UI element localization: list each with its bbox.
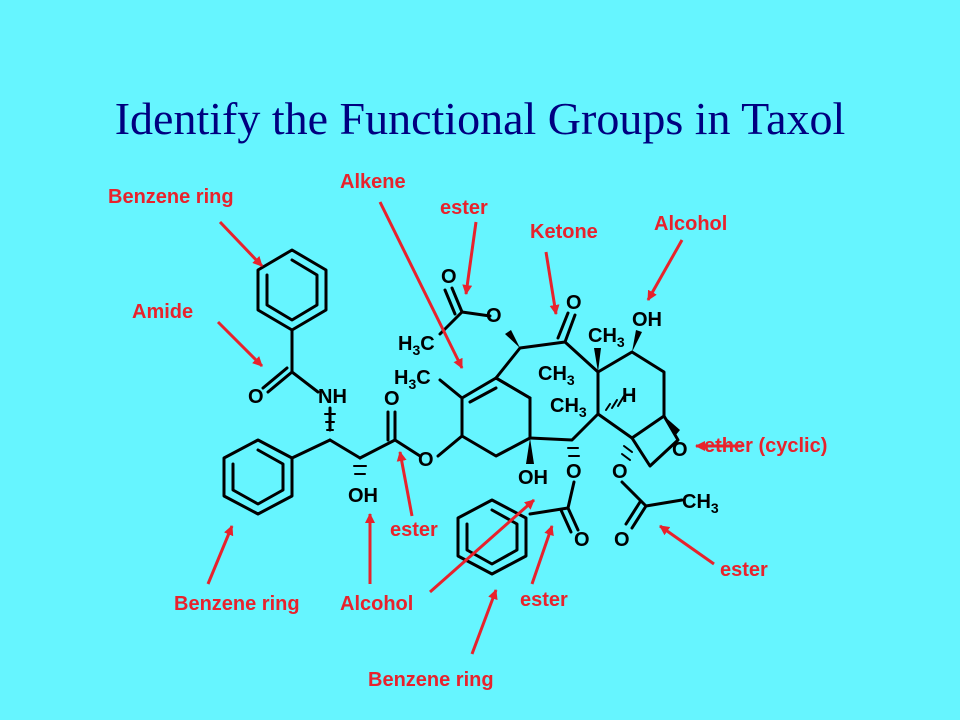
hydrogen: H xyxy=(622,385,636,407)
benzene-ring-bottom xyxy=(456,498,528,576)
ester-oxygen: O xyxy=(418,449,434,471)
amide-carbonyl-oxygen: O xyxy=(248,386,264,408)
label-ketone: Ketone xyxy=(530,221,598,243)
label-ether-cyclic: ether (cyclic) xyxy=(704,435,827,457)
label-alkene: Alkene xyxy=(340,171,406,193)
label-benzene-ring-bottom: Benzene ring xyxy=(368,669,494,691)
benzene-ring-top-inner xyxy=(265,258,319,322)
svg-text:CH3: CH3 xyxy=(682,491,719,516)
side-chain-hydroxyl: OH xyxy=(348,485,378,507)
amide-nitrogen: NH xyxy=(318,386,347,408)
structure-bonds xyxy=(222,248,684,576)
acetate-right-carbonyl-oxygen: O xyxy=(614,529,630,551)
svg-text:CH3: CH3 xyxy=(588,325,625,350)
label-ester-top: ester xyxy=(440,197,488,219)
acetate-right-methyl: CH3 xyxy=(682,491,719,516)
methyl-upper: CH3 xyxy=(538,363,575,388)
slide-title: Identify the Functional Groups in Taxol xyxy=(114,93,846,144)
arrow-alkene xyxy=(378,201,464,369)
arrow-alcohol-top xyxy=(646,239,684,301)
methyl-lower: CH3 xyxy=(550,395,587,420)
acetate-top-carbonyl-oxygen: O xyxy=(441,266,457,288)
arrow-alcohol-bottom-long xyxy=(429,498,535,594)
label-ester-left: ester xyxy=(390,519,438,541)
hydroxyl-top: OH xyxy=(632,309,662,331)
svg-text:H3C: H3C xyxy=(398,333,435,358)
arrow-ester-left xyxy=(396,451,414,517)
svg-text:CH3: CH3 xyxy=(538,363,575,388)
label-alcohol-bottom: Alcohol xyxy=(340,593,413,615)
label-ester-right: ester xyxy=(720,559,768,581)
arrow-ester-bottom-mid xyxy=(530,525,554,585)
hydroxyl-bottom: OH xyxy=(518,467,548,489)
arrow-ester-right xyxy=(659,524,715,566)
acetate-top-methyl: H3C xyxy=(398,333,435,358)
arrow-benzene-bottom-left xyxy=(206,525,234,585)
ketone-oxygen: O xyxy=(566,292,582,314)
functional-group-labels: Benzene ring Amide Alkene ester Ketone A… xyxy=(108,171,827,691)
acetate-top-ester-oxygen: O xyxy=(486,305,502,327)
svg-text:CH3: CH3 xyxy=(550,395,587,420)
arrow-ketone xyxy=(544,251,560,315)
ester-carbonyl-oxygen: O xyxy=(384,388,400,410)
label-ester-bottom-mid: ester xyxy=(520,589,568,611)
label-amide: Amide xyxy=(132,301,193,323)
arrow-amide xyxy=(216,320,264,368)
acetate-right-ester-oxygen: O xyxy=(612,461,628,483)
benzene-ring-bottom-left xyxy=(222,438,294,516)
arrow-benzene-bottom xyxy=(470,589,498,655)
atom-labels: O NH O O OH O O H3C H3C CH3 CH3 O CH3 OH… xyxy=(248,266,719,551)
benzoate-ester-oxygen: O xyxy=(566,461,582,483)
benzoate-carbonyl-oxygen: O xyxy=(574,529,590,551)
label-benzene-ring-top: Benzene ring xyxy=(108,186,234,208)
label-benzene-ring-bottom-left: Benzene ring xyxy=(174,593,300,615)
annotation-arrows xyxy=(206,201,742,655)
oxetane-oxygen: O xyxy=(672,439,688,461)
arrow-ester-top xyxy=(462,221,478,295)
alkene-methyl: H3C xyxy=(394,367,431,392)
arrow-benzene-top xyxy=(218,220,264,268)
svg-text:H3C: H3C xyxy=(394,367,431,392)
methyl-right: CH3 xyxy=(588,325,625,350)
label-alcohol-top: Alcohol xyxy=(654,213,727,235)
